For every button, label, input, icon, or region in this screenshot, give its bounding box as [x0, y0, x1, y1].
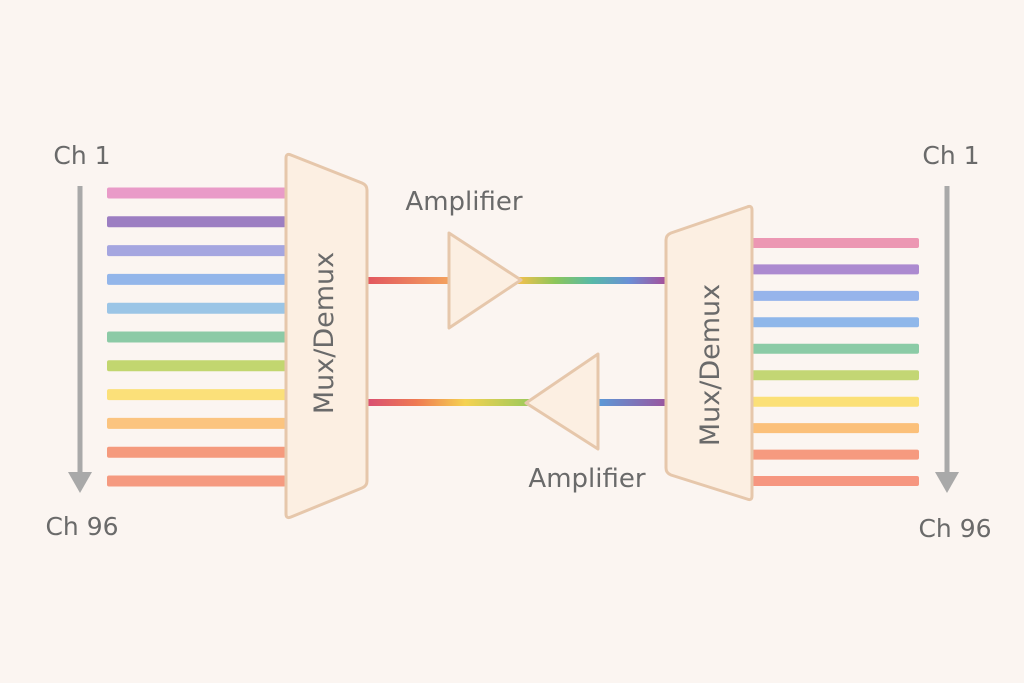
left-channel-line-1: [107, 187, 286, 199]
left-channel-lines: [107, 187, 286, 487]
left-mux-demux-label: Mux/Demux: [309, 252, 340, 414]
top-fiber-input: [368, 277, 450, 284]
left-channel-line-2: [107, 216, 286, 228]
bottom-fiber-input: [598, 399, 666, 406]
right-channel-lines: [752, 238, 919, 486]
bottom-amplifier-icon: [524, 352, 600, 451]
left-channel-arrow: [68, 186, 92, 493]
right-channel-line-8: [752, 423, 919, 434]
top-fiber-output: [518, 277, 666, 284]
right-top-channel-label: Ch 1: [922, 141, 979, 170]
left-channel-line-7: [107, 360, 286, 372]
right-bottom-channel-label: Ch 96: [918, 514, 991, 543]
bottom-fiber-output: [368, 399, 530, 406]
left-top-channel-label: Ch 1: [53, 141, 110, 170]
left-mux-demux-block: [284, 152, 369, 520]
left-channel-line-9: [107, 417, 286, 429]
left-channel-line-6: [107, 331, 286, 343]
right-mux-demux-block: [664, 204, 754, 502]
left-channel-line-5: [107, 302, 286, 314]
right-channel-line-6: [752, 370, 919, 381]
top-amplifier-label: Amplifier: [405, 187, 522, 217]
right-mux-demux-label: Mux/Demux: [695, 284, 726, 446]
left-bottom-channel-label: Ch 96: [45, 512, 118, 541]
left-channel-line-8: [107, 389, 286, 401]
right-channel-line-1: [752, 238, 919, 248]
left-channel-line-11: [107, 475, 286, 487]
left-channel-line-3: [107, 245, 286, 257]
right-channel-line-5: [752, 343, 919, 354]
top-amplifier-icon: [447, 231, 523, 330]
right-channel-line-2: [752, 264, 919, 275]
left-channel-line-10: [107, 446, 286, 458]
right-channel-line-3: [752, 290, 919, 301]
right-channel-line-7: [752, 396, 919, 407]
left-channel-line-4: [107, 273, 286, 285]
right-channel-line-9: [752, 449, 919, 460]
right-channel-arrow: [935, 186, 959, 493]
bottom-amplifier-label: Amplifier: [528, 464, 645, 494]
right-channel-line-10: [752, 476, 919, 486]
right-channel-line-4: [752, 317, 919, 328]
